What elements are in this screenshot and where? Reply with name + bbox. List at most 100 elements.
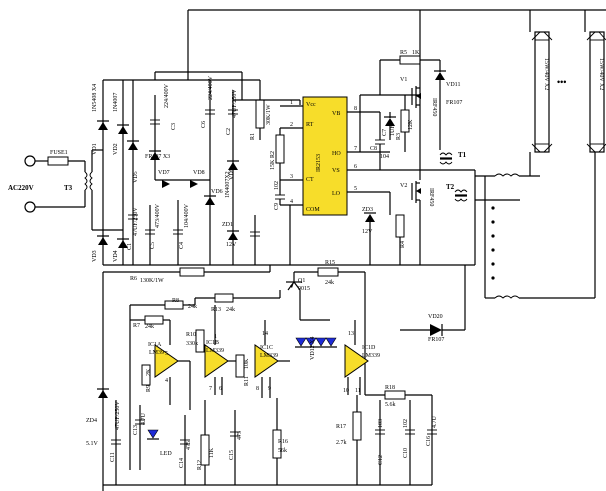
vd2-label: VD2	[113, 143, 119, 155]
transformer-t1: T1	[439, 151, 467, 165]
ir2153-pin-vcc: Vcc	[306, 102, 316, 108]
c11-label: C11	[110, 452, 116, 462]
pin-num-3: 3	[290, 174, 293, 180]
led-4	[325, 337, 337, 347]
pin-num-7: 7	[354, 146, 357, 152]
resistor-r1	[255, 99, 265, 129]
lamp-dots: •••	[557, 77, 566, 87]
r3-label: R3	[396, 133, 402, 140]
ic1b-pin7: 7	[209, 386, 212, 392]
resistor-r13	[214, 293, 234, 303]
c1-value: 47UF/250V	[133, 207, 139, 236]
lamp-2-label: 15W/40V X2	[598, 58, 604, 90]
r15-value: 24k	[325, 280, 334, 286]
ir2153-pin-com: COM	[306, 207, 320, 213]
vd5-label: VD5	[133, 171, 139, 183]
ic1d-pin10: 10	[343, 388, 349, 394]
resistor-r5	[399, 55, 421, 65]
t2-label: T2	[446, 183, 455, 191]
c3-value: 224/400V	[164, 83, 170, 108]
bus-wires	[103, 9, 606, 266]
r16-value: 56k	[278, 448, 287, 454]
ac-source-label: AC220V	[8, 184, 34, 192]
lamp-1-label: 15W/40V X2	[543, 58, 549, 90]
vd3-label: VD3	[92, 250, 98, 262]
ic1a-pin4: 4	[165, 378, 168, 384]
ic1d-label: IC1D	[362, 345, 376, 351]
resistor-r18	[384, 390, 406, 400]
vd2-part: 1N4007	[113, 93, 119, 112]
diode-vd5	[128, 142, 138, 150]
output-stage: V1 IRF450 V2 IRF450 T1 T2	[400, 10, 606, 299]
r17-label: R17	[336, 424, 346, 430]
resistor-r10	[195, 329, 205, 353]
vd6-label: VD6	[211, 189, 223, 195]
vd20-label: VD20	[428, 314, 443, 320]
vd8-label: VD8	[193, 170, 205, 176]
ac-terminal-top	[24, 155, 36, 167]
r12-label: R12	[197, 460, 203, 470]
r16-label: R16	[278, 439, 288, 445]
r10-value: 330k	[186, 341, 198, 347]
diode-vd8	[190, 180, 198, 188]
zd3-value: 12V	[362, 229, 373, 235]
fuse-label: FUSE1	[50, 150, 68, 156]
ac-input: AC220V FUSE1 T3	[8, 150, 93, 230]
diode-vd2	[118, 126, 128, 134]
r3-value: 12K	[408, 119, 414, 130]
transformer-t2: T2	[446, 183, 468, 202]
zd4-label: ZD4	[86, 418, 97, 424]
r11-label: R11	[244, 376, 250, 386]
ic1c-label: IC1C	[260, 345, 273, 351]
ic1c-pin8: 8	[256, 386, 259, 392]
ic1a-pin5: 5	[165, 351, 168, 357]
ic1d-pin13: 13	[348, 331, 354, 337]
pin-num-6: 6	[354, 164, 357, 170]
lamp-2: 15W/40V X2	[586, 31, 606, 153]
ic1c-part: LM339	[260, 353, 278, 359]
c1-label: C1	[127, 243, 133, 250]
pin-num-5: 5	[354, 186, 357, 192]
diode-vd9	[228, 162, 238, 170]
c6-label: C6	[201, 121, 207, 128]
zener-zd4	[98, 390, 108, 398]
q1-label: Q1	[298, 278, 305, 284]
ic1d-pin11: 11	[355, 388, 361, 394]
comparator-ic1d	[344, 344, 369, 378]
r7-label: R7	[133, 323, 140, 329]
ic1a-label: IC1A	[148, 342, 162, 348]
resistor-r6	[179, 267, 205, 277]
resistor-r9	[141, 364, 151, 386]
c8-value: 104	[380, 154, 389, 160]
r4-label: R4	[400, 241, 406, 248]
vd11-label: VD11	[446, 82, 460, 88]
c13-label: C13	[133, 425, 139, 435]
led-group-label: VD12 X4	[310, 337, 316, 361]
diode-vd7	[162, 180, 170, 188]
t1-label: T1	[458, 151, 467, 159]
r9-value: 2K	[146, 368, 152, 376]
c3-label: C3	[171, 123, 177, 130]
transistor-q1: Q1 9015	[286, 278, 310, 292]
pin-num-1: 1	[290, 100, 293, 106]
resistor-r17	[352, 411, 362, 441]
zd3-label: ZD3	[362, 207, 373, 213]
r8-value: 24k	[188, 304, 197, 310]
fr107-label: FR107 X3	[145, 154, 170, 160]
driver-section: Vcc RT CT COM VB HO VS LO IR2153 1 2 3 4…	[233, 50, 462, 265]
led-1	[295, 337, 307, 347]
c7-label: C7	[382, 129, 388, 136]
fuse	[47, 156, 69, 166]
zener-zd3	[365, 214, 375, 222]
ic1b-part: LM339	[206, 348, 224, 354]
comparator-ic1c	[254, 344, 279, 378]
c10-value: 102	[403, 419, 409, 428]
led-group: VD12 X4	[295, 319, 337, 361]
c2-label: C2	[226, 128, 232, 135]
c7-value: 1UF	[390, 125, 396, 136]
diode-vd20	[430, 324, 442, 336]
ir2153-pin-ho: HO	[332, 151, 341, 157]
vd1-label: VD1	[92, 143, 98, 155]
v2-part: IRF450	[428, 188, 434, 206]
resistor-r7	[144, 315, 164, 325]
